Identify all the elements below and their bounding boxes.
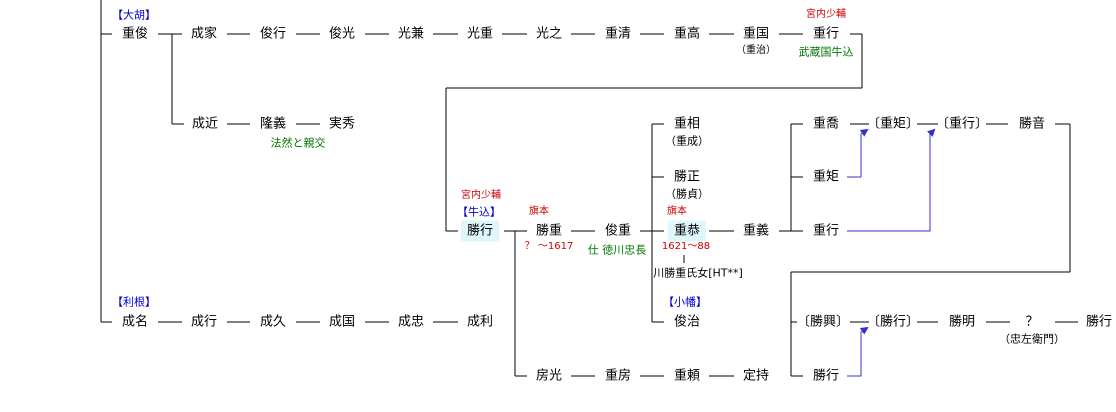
- person-mitsushige: 光重: [466, 26, 494, 42]
- person-shigekuni: 重国: [742, 26, 770, 42]
- person-shigeyuki: 重行: [812, 26, 840, 42]
- person-katsune: 勝音: [1018, 116, 1046, 132]
- person-katsuyuki: 勝行: [460, 220, 500, 242]
- note-musashi: 武蔵国牛込: [798, 45, 854, 59]
- person-shigefusa: 重房: [604, 368, 632, 384]
- person-katsuaki: 勝明: [948, 314, 976, 330]
- person-sadamochi: 定持: [742, 368, 770, 384]
- person-toshimitsu: 俊光: [328, 26, 356, 42]
- title-hatamoto-1: 旗本: [529, 206, 549, 217]
- person-shigeyuki-2: 重行: [812, 223, 840, 239]
- note-honen: 法然と親交: [270, 136, 326, 150]
- note-chuzaemon: （忠左衛門）: [999, 332, 1065, 346]
- person-shigeyori: 重頼: [673, 368, 701, 384]
- clan-label-daigo: 【大胡】: [112, 8, 156, 22]
- person-shigeyasu: 重恭: [667, 220, 707, 242]
- note-katsushige-years: ？ ～1617: [524, 241, 574, 252]
- person-shigeyoshi: 重義: [742, 223, 770, 239]
- person-toshiharu: 俊治: [673, 314, 701, 330]
- clan-label-tone: 【利根】: [112, 295, 156, 309]
- person-narie: 成家: [190, 26, 218, 42]
- note-katsusada: （勝貞）: [665, 187, 709, 201]
- person-katsuyuki-4: 勝行: [812, 368, 840, 384]
- person-shigesuke: 重相: [673, 116, 701, 132]
- person-narikuni: 成国: [328, 314, 356, 330]
- person-naritada: 成忠: [397, 314, 425, 330]
- title-hatamoto-2: 旗本: [667, 206, 687, 217]
- person-narichika: 成近: [191, 116, 219, 132]
- note-shigeyasu-years: 1621～88: [661, 241, 711, 252]
- note-tadanaga: 仕 徳川忠長: [587, 243, 647, 257]
- person-shigenori-adopted: 〔重矩〕: [866, 116, 920, 132]
- note-wife: 川勝重氏女[HT**]: [653, 266, 743, 280]
- note-shigenari: （重成）: [665, 134, 709, 148]
- person-sanehide: 実秀: [328, 116, 356, 132]
- person-takayoshi: 隆義: [259, 116, 287, 132]
- person-shigetaka: 重高: [673, 26, 701, 42]
- person-katsuyuki-3: 勝行: [1086, 314, 1113, 330]
- person-mitsukane: 光兼: [397, 26, 425, 42]
- person-shigenori: 重喬: [812, 116, 840, 132]
- person-shigeyuki-adopted: 〔重行〕: [935, 116, 989, 132]
- person-shigekiyo: 重清: [604, 26, 632, 42]
- person-toshizane: 俊重: [604, 223, 632, 239]
- person-mitsuyuki: 光之: [535, 26, 563, 42]
- person-fusamitsu: 房光: [535, 368, 563, 384]
- person-naritoshi: 成利: [466, 314, 494, 330]
- person-katsumasa: 勝正: [673, 169, 701, 185]
- note-shigeji: （重治）: [736, 45, 776, 56]
- person-shigetoshi: 重俊: [121, 26, 149, 42]
- person-shigenori-2: 重矩: [812, 169, 840, 185]
- person-katsuyuki-adopted: 〔勝行〕: [866, 314, 920, 330]
- person-nariyuki: 成行: [190, 314, 218, 330]
- person-unknown: ？: [1025, 314, 1039, 330]
- person-toshiyuki: 俊行: [259, 26, 287, 42]
- title-kunai-1: 宮内少輔: [806, 9, 846, 20]
- clan-label-ushigome: 【牛込】: [457, 205, 501, 219]
- title-kunai-2: 宮内少輔: [461, 190, 501, 201]
- person-narihisa: 成久: [259, 314, 287, 330]
- person-katsuoki-adopted: 〔勝興〕: [796, 314, 850, 330]
- clan-label-obata: 【小幡】: [663, 295, 707, 309]
- person-katsushige: 勝重: [535, 223, 563, 239]
- person-narina: 成名: [121, 314, 149, 330]
